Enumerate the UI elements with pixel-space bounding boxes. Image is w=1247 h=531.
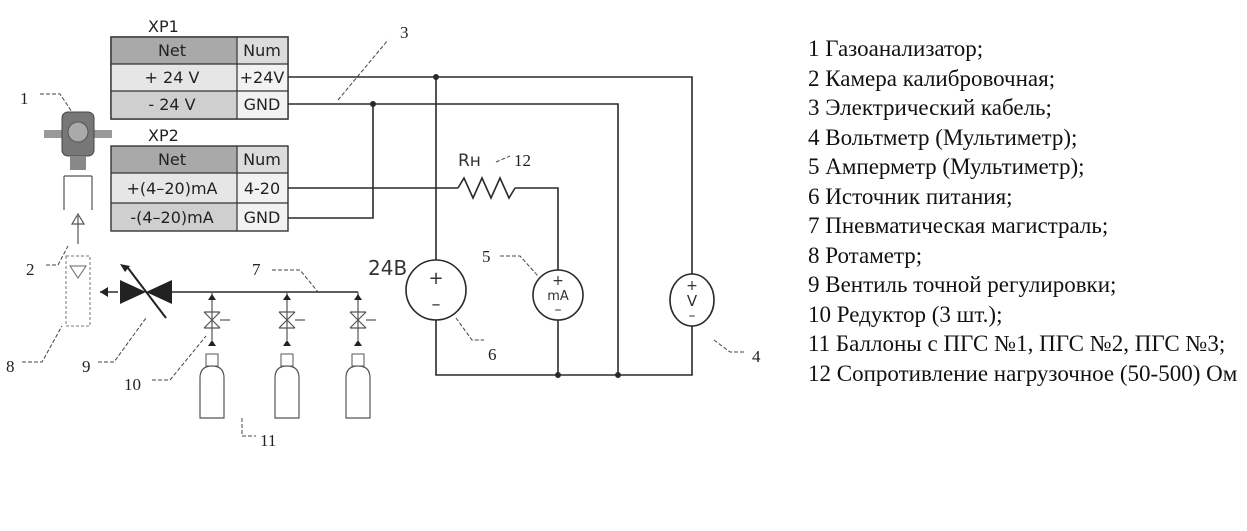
legend-item: 4 Вольтметр (Мультиметр); [808,124,1078,150]
legend-item: 3 Электрический кабель; [808,95,1052,120]
voltmeter-icon [669,273,715,327]
reducer-icon [278,292,305,346]
xp1-row1-net: + 24 V [145,68,200,87]
legend-item: 5 Амперметр (Мультиметр); [808,154,1085,179]
legend: 1 Газоанализатор; 2 Камера калибровочная… [808,34,1244,388]
xp1-header-num: Num [243,41,281,60]
source-voltage-label: 24В [368,256,407,280]
legend-item: 7 Пневматическая магистраль; [808,213,1109,238]
ammeter-plus: + [552,273,564,289]
power-source-icon [405,259,467,321]
callout-7: 7 [252,260,261,279]
rotameter-icon [65,255,91,327]
xp1-row2-net: - 24 V [148,95,195,114]
callout-10: 10 [124,375,141,394]
legend-item: 8 Ротаметр; [808,242,923,268]
voltmeter-minus: – [689,308,696,324]
xp2-row1-net: +(4–20)mA [127,179,218,198]
xp1-row2-num: GND [244,95,281,114]
connection-diagram: XP1 Net Num + 24 V +24V - 24 V GND XP2 N… [6,17,761,450]
legend-item: 11 Баллоны с ПГС №1, ПГС №2, ПГС №3; [808,331,1226,356]
source-plus: + [428,268,443,289]
callout-1: 1 [20,89,29,108]
source-minus: – [432,294,441,315]
reducer-icon [349,292,376,346]
reducer-icon [203,292,230,346]
calibration-chamber-icon [63,175,93,210]
legend-item: 2 Камера калибровочная; [808,65,1056,91]
xp2-header-net: Net [158,150,186,169]
legend-item: 10 Редуктор (3 шт.); [808,301,1003,327]
xp2-row1-num: 4-20 [244,179,280,198]
legend-item: 12 Сопротивление нагрузочное (50-500) Ом [808,360,1238,386]
callout-6: 6 [488,345,497,364]
cylinder-icon [199,353,225,419]
callout-2: 2 [26,260,35,279]
legend-item: 1 Газоанализатор; [808,36,984,61]
ammeter-symbol: mA [547,289,569,304]
wiring [288,74,693,378]
cylinder-icon [345,353,371,419]
voltmeter-symbol: V [687,292,698,310]
flow-arrow-icon [70,212,86,244]
callout-8: 8 [6,357,15,376]
legend-item: 9 Вентиль точной регулировки; [808,272,1117,297]
callout-11: 11 [260,431,276,450]
gas-analyzer-icon [44,111,112,170]
xp2-title: XP2 [148,126,179,145]
xp1-title: XP1 [148,17,179,36]
leader-lines [22,39,746,437]
resistor-label: Rн [458,151,481,171]
cylinder-icon [274,353,300,419]
needle-valve-icon [100,264,172,319]
voltmeter-plus: + [686,278,698,294]
callout-3: 3 [400,23,409,42]
xp1-row1-num: +24V [240,68,285,87]
xp1-header-net: Net [158,41,186,60]
ammeter-icon [532,269,584,321]
callout-12: 12 [514,151,531,170]
gas-cylinders [199,292,376,419]
callout-9: 9 [82,357,91,376]
legend-item: 6 Источник питания; [808,183,1013,209]
xp1-table [110,36,289,120]
xp2-row2-num: GND [244,208,281,227]
xp2-header-num: Num [243,150,281,169]
callout-5: 5 [482,247,491,266]
ammeter-minus: – [555,302,562,318]
callout-4: 4 [752,347,761,366]
xp2-table [110,145,289,232]
xp2-row2-net: -(4–20)mA [130,208,213,227]
